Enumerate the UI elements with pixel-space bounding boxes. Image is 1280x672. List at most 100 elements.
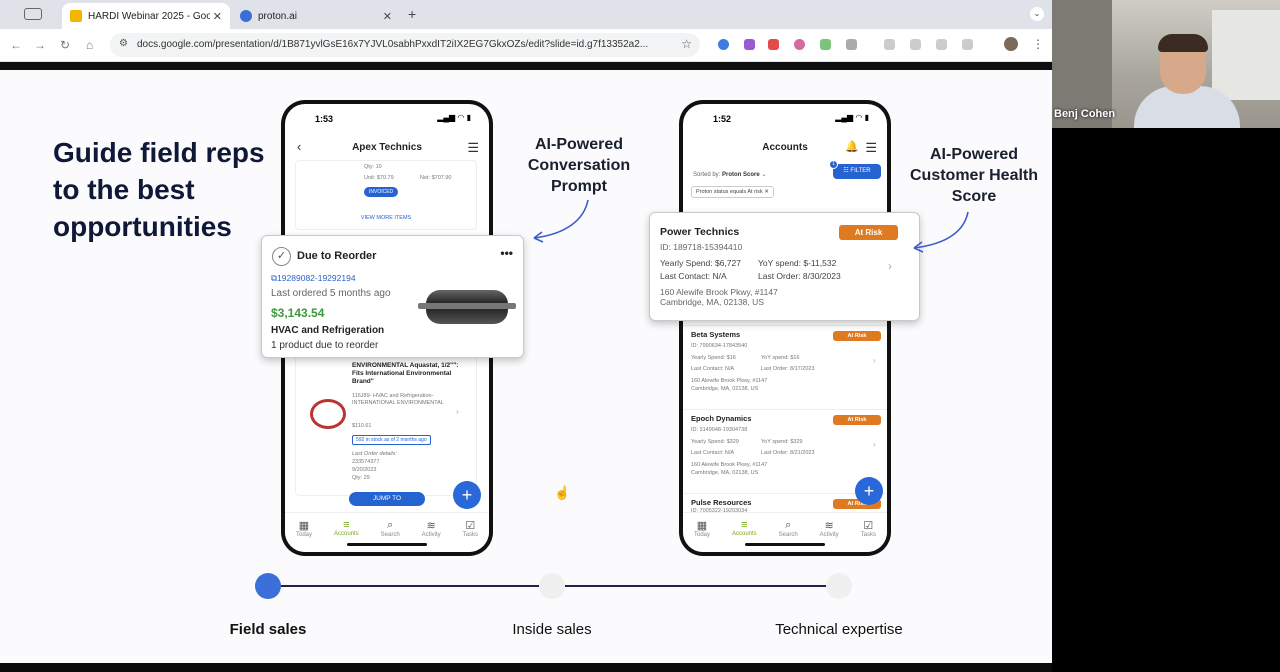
app-title: Apex Technics [352,142,422,153]
last-order-date: 9/20/2023 [352,467,377,473]
home-icon[interactable]: ⌂ [86,38,94,52]
stage-label-inside-sales: Inside sales [512,621,592,638]
tab-proton-ai[interactable]: proton.ai ✕ [232,3,400,29]
url-text: docs.google.com/presentation/d/1B871yvlG… [137,39,649,50]
status-time: 1:52 [713,114,732,124]
more-options-icon[interactable]: ••• [500,246,513,260]
new-tab-button[interactable]: + [408,6,417,22]
chevron-right-icon[interactable]: › [888,259,892,273]
at-risk-badge: At Risk [839,225,898,240]
jump-to-button[interactable]: JUMP TO [349,492,425,506]
extension-icon[interactable] [744,39,755,50]
timeline-dot-technical-expertise[interactable] [826,573,852,599]
order-id-link[interactable]: ⧉19289082-19292194 [271,273,356,284]
account-name: Pulse Resources [691,498,752,507]
due-to-reorder-card[interactable]: ✓ Due to Reorder ••• ⧉19289082-19292194 … [261,235,524,358]
at-risk-badge: At Risk [833,415,881,425]
annotation-arrow-left-icon [533,199,589,243]
address-bar[interactable]: ⚙ docs.google.com/presentation/d/1B871yv… [110,33,700,57]
tab-today[interactable]: ▦Today [694,513,710,552]
filter-button[interactable]: ☷ FILTER [833,164,881,179]
stock-badge: 592 in stock as of 2 months ago [352,435,431,445]
bell-icon[interactable]: 🔔 [845,141,859,153]
reorder-title: Due to Reorder [297,250,377,262]
filter-chip-label: Proton status equals At risk [696,189,763,195]
toolbar-icon[interactable] [884,39,895,50]
account-row[interactable]: Pulse Resources At Risk ID: 7005322-1920… [683,493,887,514]
app-title: Accounts [762,142,808,153]
at-risk-badge: At Risk [833,331,881,341]
tab-tasks[interactable]: ☑Tasks [861,513,876,552]
sort-control[interactable]: Sorted by: Proton Score ⌄ [693,171,766,178]
close-tab-icon[interactable]: ✕ [212,10,222,23]
address-line-2: Cambridge, MA, 02138, US [660,297,764,307]
bookmark-star-icon[interactable]: ☆ [681,37,692,51]
last-order: Last Order: 8/17/2023 [761,366,815,372]
tab-activity[interactable]: ≋Activity [422,513,441,552]
tab-label: Accounts [333,531,359,537]
account-id: ID: 189718-15394410 [660,242,743,252]
back-icon[interactable]: ‹ [297,139,302,154]
at-risk-badge: At Risk [833,499,881,509]
tab-hardi-webinar[interactable]: HARDI Webinar 2025 - Googl ✕ [62,3,230,29]
forward-icon[interactable]: → [34,38,46,52]
tab-tasks[interactable]: ☑Tasks [463,513,478,552]
account-id: ID: 3149048-19304738 [691,427,748,433]
site-info-icon[interactable]: ⚙ [119,38,128,49]
tab-today[interactable]: ▦Today [296,513,312,552]
back-icon[interactable]: ← [10,38,22,52]
account-row[interactable]: Beta Systems At Risk ID: 7990634-1784354… [683,325,887,409]
timeline-dot-inside-sales[interactable] [539,573,565,599]
extension-icon[interactable] [718,39,729,50]
yearly-spend: Yearly Spend: $6,727 [660,258,741,268]
reorder-category: HVAC and Refrigeration [271,325,385,336]
profile-avatar[interactable] [1004,37,1018,51]
slide-headline: Guide field reps to the best opportuniti… [53,137,265,242]
right-phone-mockup: 1:52 ▂▄▆ ◠ ▮ Accounts 🔔 ☰ Sorted by: Pro… [679,100,891,556]
timeline-dot-field-sales[interactable] [255,573,281,599]
tab-label: Today [693,532,710,538]
extension-icon[interactable] [794,39,805,50]
home-indicator [347,543,427,546]
close-tab-icon[interactable]: ✕ [382,10,392,23]
add-fab-button[interactable]: + [453,481,481,509]
last-contact: Last Contact: N/A [691,450,735,456]
last-contact: Last Contact: N/A [691,366,735,372]
toolbar-icon[interactable] [910,39,921,50]
product-image [310,399,346,429]
account-row[interactable]: Epoch Dynamics At Risk ID: 3149048-19304… [683,409,887,493]
sort-label: Sorted by: [693,172,721,178]
browser-menu-icon[interactable]: ⋮ [1032,37,1044,51]
tab-search[interactable]: ⌕Search [779,513,798,552]
tab-accounts[interactable]: ≡Accounts [334,513,359,552]
tab-label: Activity [819,532,839,538]
product-price: $110.61 [352,423,372,429]
tab-activity[interactable]: ≋Activity [820,513,839,552]
stage-label-technical-expertise: Technical expertise [775,621,903,638]
tab-search-icon[interactable] [24,8,42,20]
hamburger-menu-icon[interactable]: ☰ [467,140,479,155]
extension-icon[interactable] [768,39,779,50]
checkbox-icon: ☑ [465,520,476,532]
bottom-tab-bar: ▦Today ≡Accounts ⌕Search ≋Activity ☑Task… [683,512,887,552]
order-item-card: Qty: 10 Unit: $70.79 Net: $707.90 INVOIC… [295,160,477,230]
toolbar-icon[interactable] [962,39,973,50]
bottom-tab-bar: ▦Today ≡Accounts ⌕Search ≋Activity ☑Task… [285,512,489,552]
add-fab-button[interactable]: + [855,477,883,505]
product-card: ENVIRONMENTAL Aquastat, 1/2"": Fits Inte… [295,356,477,496]
view-more-items-link[interactable]: VIEW MORE ITEMS [360,215,412,221]
extension-icon[interactable] [820,39,831,50]
customer-health-card[interactable]: Power Technics At Risk ID: 189718-153944… [649,212,920,321]
tab-label: Search [778,532,798,538]
reload-icon[interactable]: ↻ [60,38,71,52]
close-icon[interactable]: ✕ [764,189,769,195]
checkmark-icon[interactable]: ✓ [272,247,291,266]
filter-chip[interactable]: Proton status equals At risk ✕ [691,186,774,198]
tab-accounts[interactable]: ≡Accounts [732,513,757,552]
toolbar-icon[interactable] [936,39,947,50]
tab-search[interactable]: ⌕Search [381,513,400,552]
chevron-right-icon[interactable]: › [456,407,459,416]
extensions-puzzle-icon[interactable] [846,39,857,50]
tab-list-chevron-icon[interactable]: ⌄ [1030,7,1044,21]
hamburger-menu-icon[interactable]: ☰ [865,140,877,155]
